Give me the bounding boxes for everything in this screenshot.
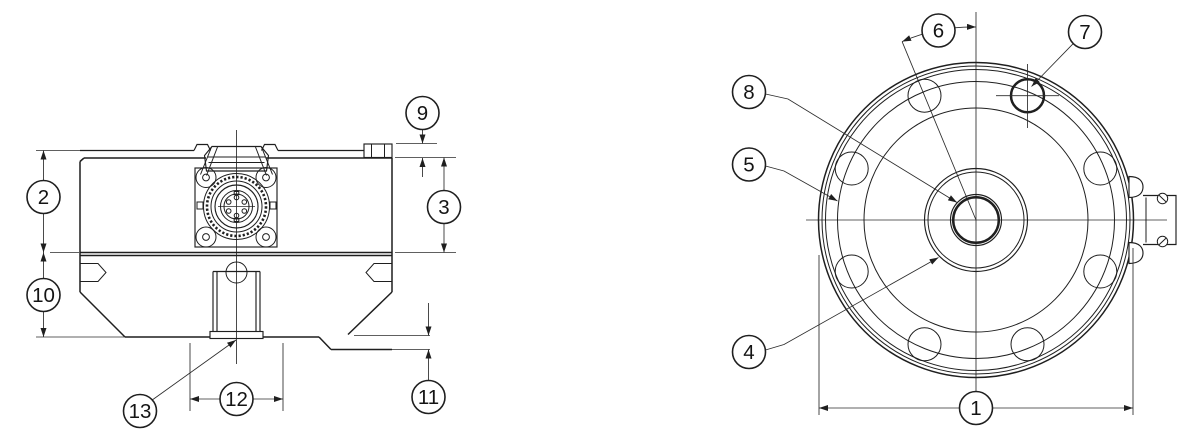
balloon-label: 12 (225, 388, 248, 411)
connector-barrel (196, 173, 277, 240)
hex-plug (363, 143, 393, 159)
balloon-label: 2 (38, 186, 49, 209)
callout-balloon-7: 7 (1067, 14, 1103, 50)
connector-pins (225, 194, 248, 219)
callout-balloon-5: 5 (731, 147, 767, 182)
callout-balloon-10: 10 (26, 277, 61, 313)
connector-clamp-cap (200, 145, 273, 176)
balloon-label: 13 (129, 400, 152, 423)
front-face-view (765, 12, 1177, 415)
balloon-label: 10 (32, 284, 55, 307)
side-connector-edge-view (1128, 175, 1177, 265)
callout-balloon-11: 11 (411, 379, 446, 415)
callout-balloon-1: 1 (958, 390, 994, 426)
bolt-holes (834, 64, 1118, 362)
callout-balloon-6: 6 (921, 13, 956, 48)
bolt-hole-angle-line (901, 41, 977, 221)
callout-balloon-13: 13 (122, 393, 158, 429)
callout-balloon-9: 9 (405, 95, 440, 131)
leader-8 (765, 93, 958, 203)
balloon-label: 1 (970, 397, 981, 420)
balloon-label: 7 (1079, 21, 1090, 44)
leader-7 (1031, 43, 1074, 87)
connector-corner-screws (195, 167, 277, 248)
callout-balloon-2: 2 (26, 179, 61, 215)
electrical-connector (194, 145, 278, 248)
balloon-label: 4 (743, 341, 754, 364)
leader-5 (765, 165, 838, 202)
boss-top-hole (225, 261, 248, 284)
balloon-label: 11 (418, 386, 439, 409)
bottom-boss (209, 261, 264, 340)
bolt-hole-crosshair (996, 64, 1059, 128)
raised-face-circle (837, 81, 1115, 359)
radial-set-screw-holes (80, 263, 392, 282)
front-view-centerlines (806, 12, 1167, 391)
outer-diameter-circle (817, 61, 1135, 379)
leader-4 (765, 257, 939, 351)
balloon-label: 9 (417, 102, 428, 125)
callout-balloon-12: 12 (219, 381, 254, 417)
boss-flange (209, 330, 264, 340)
top-lid (80, 143, 364, 152)
callout-balloon-4: 4 (731, 334, 767, 370)
leader-13 (151, 339, 237, 401)
balloon-label: 3 (438, 196, 449, 219)
center-hub (923, 167, 1029, 273)
balloon-label: 5 (743, 154, 754, 177)
callout-balloon-3: 3 (426, 189, 462, 225)
balloon-label: 8 (743, 81, 754, 104)
callout-balloons: 2 10 9 3 11 12 13 6 (26, 13, 1103, 429)
flange-circles (817, 61, 1135, 379)
body-outline (79, 157, 393, 351)
side-elevation-view (36, 129, 456, 411)
center-bore (951, 195, 1001, 245)
callout-balloon-8: 8 (731, 74, 767, 110)
balloon-label: 6 (933, 20, 944, 43)
